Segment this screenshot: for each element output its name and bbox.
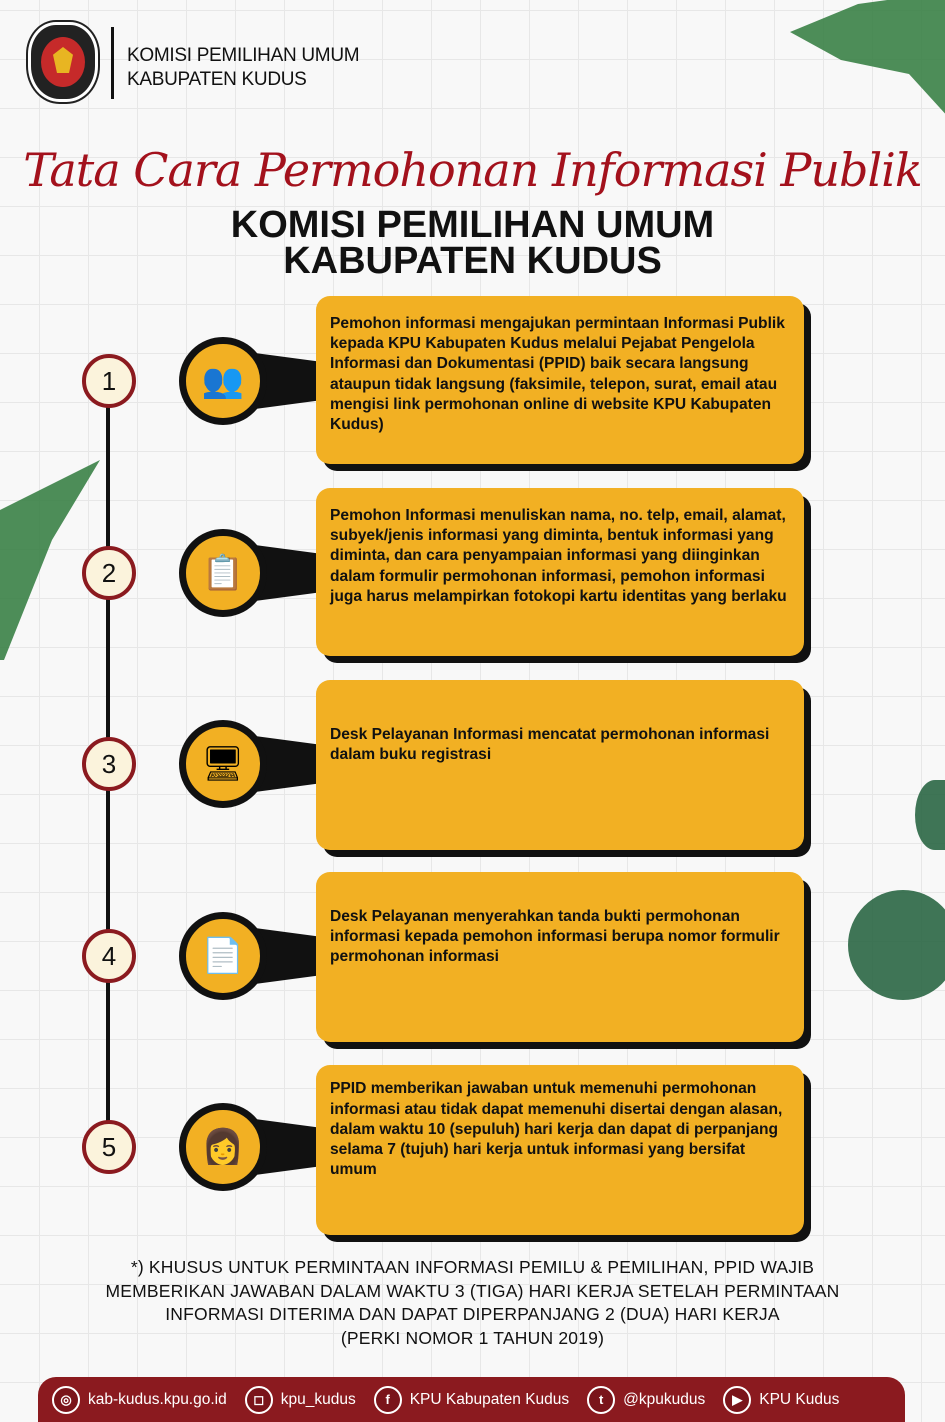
special-note: *) KHUSUS UNTUK PERMINTAAN INFORMASI PEM… bbox=[40, 1256, 905, 1350]
step-number: 3 bbox=[82, 737, 136, 791]
globe-icon: ◎ bbox=[52, 1385, 80, 1414]
note-line-1: *) KHUSUS UNTUK PERMINTAAN INFORMASI PEM… bbox=[130, 1257, 815, 1277]
footer-label: KPU Kabupaten Kudus bbox=[409, 1390, 570, 1408]
footer-label: KPU Kudus bbox=[759, 1390, 840, 1408]
step-box: Desk Pelayanan Informasi mencatat permoh… bbox=[316, 680, 804, 850]
step-number: 2 bbox=[82, 546, 136, 600]
step-number-text: 4 bbox=[101, 941, 117, 971]
script-title: Tata Cara Permohonan Informasi Publik bbox=[23, 143, 923, 197]
header-divider bbox=[111, 27, 114, 99]
step-text: Pemohon informasi mengajukan permintaan … bbox=[330, 315, 785, 434]
step-number: 5 bbox=[82, 1120, 136, 1174]
kpu-logo bbox=[28, 22, 98, 102]
org-line-2: KABUPATEN KUDUS bbox=[127, 69, 307, 90]
footer-label: kab-kudus.kpu.go.id bbox=[88, 1390, 227, 1408]
footer-facebook[interactable]: f KPU Kabupaten Kudus bbox=[373, 1385, 570, 1414]
instagram-icon: ◻ bbox=[244, 1385, 273, 1414]
service-desk-icon: 🖥 bbox=[179, 720, 267, 808]
org-line-1: KOMISI PEMILIHAN UMUM bbox=[127, 45, 360, 66]
step-number-text: 3 bbox=[101, 749, 117, 779]
officer-laptop-icon: 👩 bbox=[179, 1103, 267, 1191]
footer-youtube[interactable]: ▶ KPU Kudus bbox=[723, 1385, 840, 1414]
organization-name: KOMISI PEMILIHAN UMUM KABUPATEN KUDUS bbox=[127, 44, 360, 92]
youtube-icon: ▶ bbox=[723, 1385, 752, 1414]
step-number-text: 1 bbox=[101, 366, 117, 396]
step-text: Desk Pelayanan Informasi mencatat permoh… bbox=[330, 725, 770, 763]
form-filling-icon: 📋 bbox=[179, 529, 267, 617]
note-line-4: (PERKI NOMOR 1 TAHUN 2019) bbox=[340, 1327, 605, 1348]
people-request-icon: 👥 bbox=[179, 337, 267, 425]
stamp-document-icon: 📄 bbox=[179, 912, 267, 1000]
step-box: PPID memberikan jawaban untuk memenuhi p… bbox=[316, 1065, 804, 1235]
page-title: KOMISI PEMILIHAN UMUM KABUPATEN KUDUS bbox=[0, 204, 945, 282]
note-line-3: INFORMASI DITERIMA DAN DAPAT DIPERPANJAN… bbox=[165, 1304, 780, 1324]
note-line-2: MEMBERIKAN JAWABAN DALAM WAKTU 3 (TIGA) … bbox=[105, 1280, 840, 1301]
step-text: PPID memberikan jawaban untuk memenuhi p… bbox=[330, 1080, 783, 1179]
footer-instagram[interactable]: ◻ kpu_kudus bbox=[244, 1385, 356, 1414]
monstera-leaf-decoration bbox=[848, 890, 945, 1000]
step-number-text: 2 bbox=[101, 558, 117, 588]
step-box: Pemohon Informasi menuliskan nama, no. t… bbox=[316, 488, 804, 656]
footer-twitter[interactable]: t @kpukudus bbox=[587, 1385, 706, 1414]
footer-label: kpu_kudus bbox=[280, 1390, 356, 1408]
title-line-1: KOMISI PEMILIHAN UMUM bbox=[230, 204, 715, 246]
step-box: Desk Pelayanan menyerahkan tanda bukti p… bbox=[316, 872, 804, 1042]
palm-leaf-decoration bbox=[915, 780, 945, 850]
step-number: 1 bbox=[82, 354, 136, 408]
footer-website[interactable]: ◎ kab-kudus.kpu.go.id bbox=[52, 1385, 227, 1414]
footer-bar: ◎ kab-kudus.kpu.go.id ◻ kpu_kudus f KPU Kab… bbox=[38, 1377, 905, 1422]
palm-leaf-decoration bbox=[790, 0, 945, 130]
footer-label: @kpukudus bbox=[623, 1390, 706, 1408]
step-number-text: 5 bbox=[101, 1132, 117, 1162]
step-box: Pemohon informasi mengajukan permintaan … bbox=[316, 296, 804, 464]
step-number: 4 bbox=[82, 929, 136, 983]
step-text: Pemohon Informasi menuliskan nama, no. t… bbox=[330, 507, 787, 605]
step-text: Desk Pelayanan menyerahkan tanda bukti p… bbox=[330, 907, 780, 966]
title-line-2: KABUPATEN KUDUS bbox=[283, 240, 662, 282]
twitter-icon: t bbox=[587, 1385, 616, 1414]
facebook-icon: f bbox=[373, 1385, 402, 1414]
